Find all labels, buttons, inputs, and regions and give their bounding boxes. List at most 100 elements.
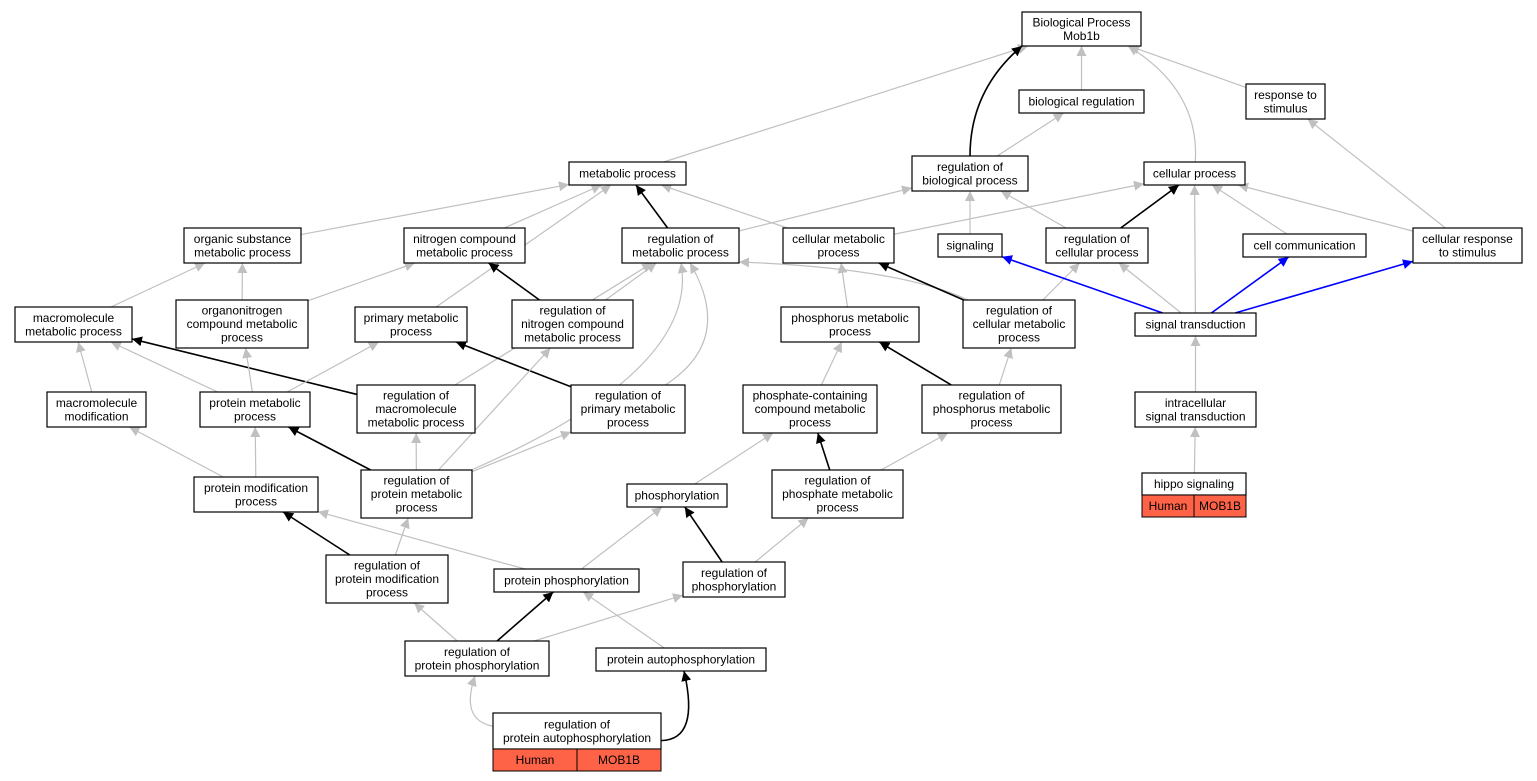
- go-term-box: [356, 384, 476, 434]
- edge-is-a-cellmeta-to-cellproc: [893, 180, 1145, 235]
- edge-is-a-cellcomm-to-cellproc: [1211, 184, 1288, 235]
- go-term-label: metabolic process: [416, 245, 513, 259]
- go-term-node-cellcomm[interactable]: cell communication: [1242, 233, 1367, 258]
- go-term-box: [595, 647, 767, 672]
- go-term-label: metabolic process: [25, 324, 122, 338]
- go-term-label: macromolecule: [375, 402, 457, 416]
- go-term-label: regulation of: [937, 160, 1004, 174]
- go-term-box: [175, 299, 309, 349]
- svg-text:Human: Human: [1149, 499, 1188, 513]
- go-term-node-bioreg[interactable]: biological regulation: [1018, 89, 1145, 114]
- go-term-node-phosphorylation[interactable]: phosphorylation: [626, 483, 728, 508]
- go-term-node-meta[interactable]: metabolic process: [568, 161, 687, 186]
- go-term-label: organonitrogen: [202, 304, 283, 318]
- go-term-node-sigtrans[interactable]: signal transduction: [1134, 312, 1257, 337]
- go-term-label: cellular process: [1153, 167, 1236, 181]
- edge-is-a-regprotmeta-to-regmeta: [471, 262, 688, 471]
- edge-is-a-protphos-to-protmod: [317, 509, 526, 570]
- go-term-label: organic substance: [194, 232, 292, 246]
- go-term-box: [771, 469, 904, 519]
- go-term-box: [183, 227, 302, 264]
- go-term-label: protein modification: [335, 572, 439, 586]
- edge-is-a-hippo-to-intra: [1190, 426, 1201, 474]
- go-term-box: [493, 568, 640, 593]
- go-term-label: regulation of: [539, 304, 606, 318]
- svg-text:MOB1B: MOB1B: [598, 753, 640, 767]
- go-term-label: response to: [1254, 88, 1317, 102]
- edge-is-a-regphosphate-to-regphosmeta: [880, 432, 949, 471]
- go-term-label: process: [816, 501, 858, 515]
- svg-text:Human: Human: [516, 753, 555, 767]
- go-term-box: [626, 483, 728, 508]
- go-term-node-protauto[interactable]: protein autophosphorylation: [595, 647, 767, 672]
- go-term-label: metabolic process: [194, 245, 291, 259]
- edge-is-a-regprotmeta-to-regprim: [471, 430, 572, 473]
- go-term-box: [937, 233, 1003, 258]
- edge-is-a-macromod-to-macro: [76, 341, 93, 393]
- edge-is-a-protauto-to-protphos: [582, 591, 665, 649]
- edge-is-a-cellproc-to-root: [1127, 45, 1197, 163]
- edge-regulates-regphosph-to-phosphorylation: [684, 506, 723, 563]
- go-term-node-signaling[interactable]: signaling: [937, 233, 1003, 258]
- go-term-box: [404, 640, 550, 677]
- go-term-label: to stimulus: [1439, 245, 1496, 259]
- go-term-label: Biological Process: [1032, 15, 1130, 29]
- go-term-label: biological process: [922, 173, 1017, 187]
- go-term-label: cellular metabolic: [792, 232, 885, 246]
- edge-is-a-regprotphos-to-regphosph: [533, 593, 684, 642]
- go-term-label: phosphorylation: [635, 489, 720, 503]
- go-term-label: primary metabolic: [364, 311, 459, 325]
- edge-is-a-regprotphos-to-regprotmod: [413, 602, 458, 642]
- svg-text:MOB1B: MOB1B: [1199, 499, 1241, 513]
- go-term-label: metabolic process: [632, 245, 729, 259]
- go-term-label: regulation of: [1064, 232, 1131, 246]
- go-term-box: [568, 161, 687, 186]
- go-term-label: protein autophosphorylation: [503, 731, 651, 745]
- go-term-box: [193, 476, 319, 513]
- go-term-label: compound metabolic: [187, 317, 298, 331]
- go-term-node-protphos[interactable]: protein phosphorylation: [493, 568, 640, 593]
- edge-is-a-regnitro-to-regmeta: [605, 262, 657, 301]
- go-term-label: compound metabolic: [755, 402, 866, 416]
- edge-regulates-regprotmeta-to-protmeta: [288, 426, 372, 471]
- go-term-label: process: [235, 494, 277, 508]
- go-term-label: phosphorus metabolic: [933, 402, 1050, 416]
- go-term-label: process: [970, 416, 1012, 430]
- go-term-node-cellproc[interactable]: cellular process: [1143, 161, 1246, 186]
- edge-regulates-regprotauto-to-protauto: [660, 670, 692, 742]
- edge-is-a-protmeta-to-macro: [110, 341, 218, 393]
- go-term-label: hippo signaling: [1154, 477, 1234, 491]
